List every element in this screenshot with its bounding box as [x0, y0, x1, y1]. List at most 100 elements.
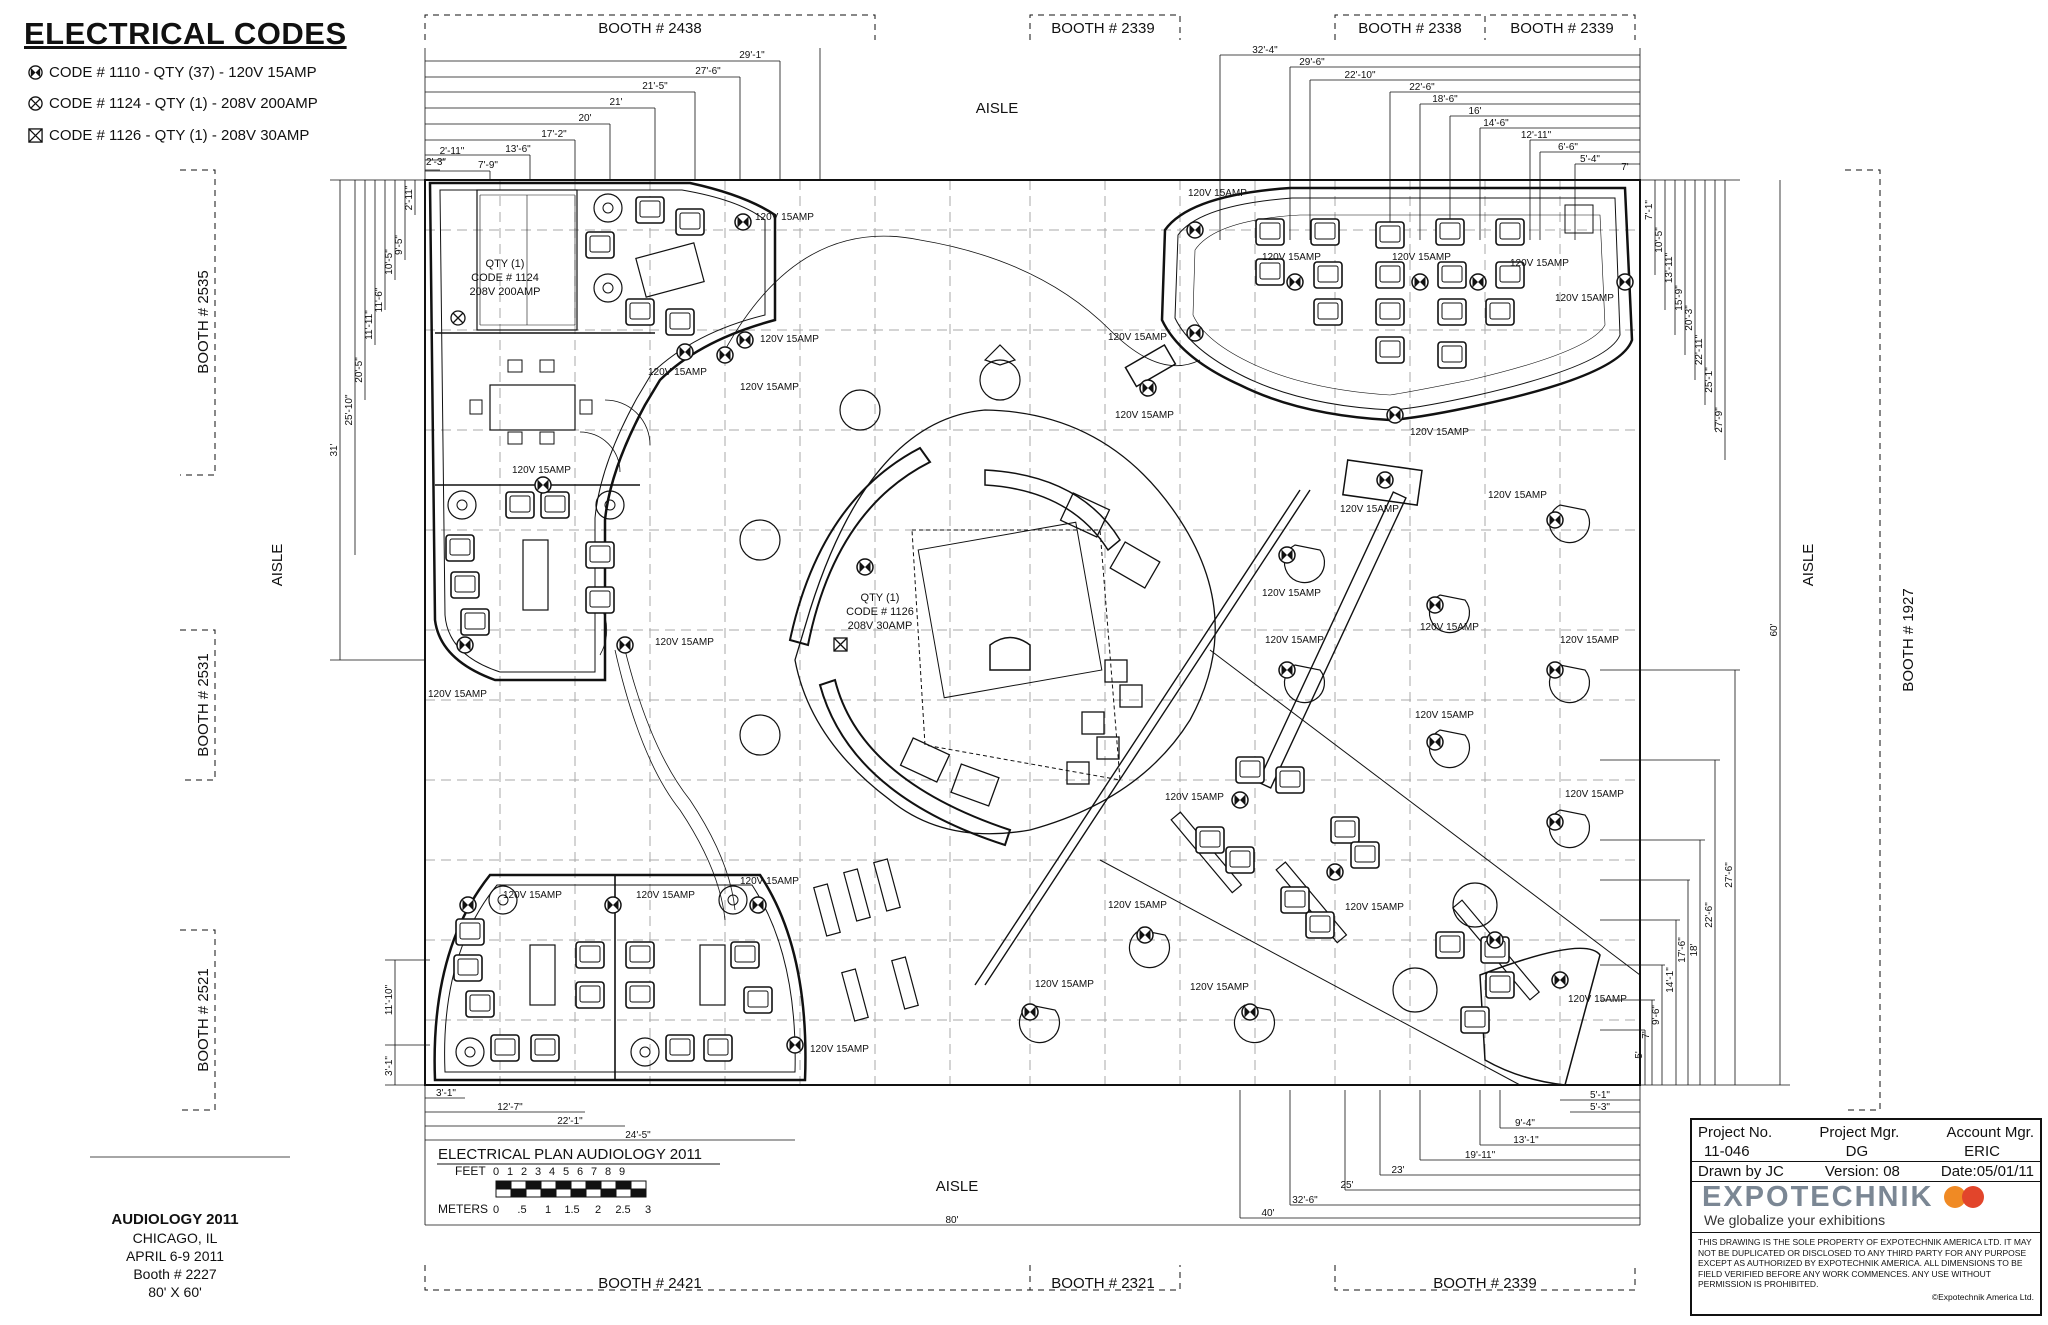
- dim-label: 18': [1689, 943, 1700, 956]
- dim-label: 29'-6": [1299, 57, 1325, 68]
- booth-outline: [424, 179, 1641, 1086]
- legend-item-1126: CODE # 1126 - QTY (1) - 208V 30AMP: [28, 127, 309, 144]
- outlet-label: 120V 15AMP: [503, 890, 562, 901]
- legend-text: CODE # 1110 - QTY (37) - 120V 15AMP: [49, 64, 317, 81]
- dim-label: 13'-1": [1513, 1135, 1539, 1146]
- drawn-by: Drawn by JC: [1698, 1163, 1784, 1180]
- dimension-labels-left: 2'-11" 9'-5" 10'-5" 11'-6" 11'-11" 20'-5…: [329, 185, 415, 456]
- dim-label: 9'-6": [1651, 1005, 1662, 1025]
- dim-label: 3'-1": [384, 1056, 395, 1076]
- dimension-labels-top-right: 32'-4" 29'-6" 22'-10" 22'-6" 18'-6" 16' …: [1252, 45, 1629, 173]
- outlet-label: 120V 15AMP: [1560, 635, 1619, 646]
- top-right-seating: [1255, 218, 1525, 369]
- dim-label: 31': [329, 443, 340, 456]
- outlet-label: 120V 15AMP: [1340, 504, 1399, 515]
- outlet-label: 120V 15AMP: [1115, 410, 1174, 421]
- outlet-label: 120V 15AMP: [1345, 902, 1404, 913]
- dimension-lines-top-left: [424, 48, 821, 180]
- top-right-structure: [1124, 186, 1634, 506]
- dim-label: 17'-6": [1677, 937, 1688, 963]
- scale-tick: 2: [595, 1204, 601, 1216]
- dim-label: 20'-3": [1684, 305, 1695, 331]
- outlet-label: 120V 15AMP: [1510, 258, 1569, 269]
- dim-label: 22'-6": [1409, 82, 1435, 93]
- scale-tick: 0: [493, 1204, 499, 1216]
- dim-label: 27'-6": [1724, 862, 1735, 888]
- project-mgr-label: Project Mgr.: [1819, 1124, 1900, 1141]
- booth-label: BOOTH # 1927: [1900, 588, 1917, 691]
- outlet-1124-label: 208V 200AMP: [470, 286, 541, 298]
- electrical-outlets-15a: [456, 213, 1634, 1054]
- outlet-label: 120V 15AMP: [760, 334, 819, 345]
- outlet-1124-label: CODE # 1124: [471, 272, 539, 284]
- dimension-lines-left: [330, 179, 425, 661]
- dim-label: 22'-1": [557, 1116, 583, 1127]
- outlet-1124-label: QTY (1): [486, 258, 525, 270]
- dimension-labels-right: 7'-1" 10'-5" 13'-11" 15'-9" 20'-3" 22'-1…: [1634, 200, 1780, 1059]
- dim-label: 10'-5": [384, 249, 395, 275]
- booth-label: BOOTH # 2438: [598, 20, 701, 37]
- outlet-label: 120V 15AMP: [1392, 252, 1451, 263]
- top-left-seating: [445, 193, 705, 636]
- scale-tick: 5: [563, 1166, 569, 1178]
- event-size: 80' X 60': [148, 1284, 202, 1300]
- outlet-label: 120V 15AMP: [648, 367, 707, 378]
- version: Version: 08: [1824, 1163, 1900, 1180]
- dim-label: 5'-4": [1580, 154, 1600, 165]
- outlet-labels: 120V 15AMP 120V 15AMP 120V 15AMP 120V 15…: [428, 188, 1627, 1055]
- dim-label: 32'-6": [1292, 1195, 1318, 1206]
- outlet-label: 120V 15AMP: [755, 212, 814, 223]
- dim-label: 12'-7": [497, 1102, 523, 1113]
- scale-bar: ELECTRICAL PLAN AUDIOLOGY 2011 FEET 0 1 …: [90, 1146, 720, 1216]
- outlet-label: 120V 15AMP: [1108, 900, 1167, 911]
- legend-item-1110: CODE # 1110 - QTY (37) - 120V 15AMP: [28, 64, 317, 81]
- aisle-label: AISLE: [1800, 544, 1817, 587]
- outlet-label: 120V 15AMP: [740, 382, 799, 393]
- dim-label: 23': [1391, 1165, 1404, 1176]
- title-block: Project No. Project Mgr. Account Mgr. 11…: [1690, 1118, 2042, 1316]
- floor-grid: [425, 180, 1640, 1085]
- aisle-label: AISLE: [269, 544, 286, 587]
- scale-tick: 7: [591, 1166, 597, 1178]
- dim-label: 27'-9": [1714, 407, 1725, 433]
- dim-label: 7': [1641, 1031, 1652, 1039]
- dim-label: 19'-11": [1465, 1150, 1496, 1161]
- legend-text: CODE # 1126 - QTY (1) - 208V 30AMP: [49, 127, 310, 144]
- booth-label: BOOTH # 2531: [195, 653, 212, 756]
- dimension-lines-bottom: [385, 959, 1641, 1226]
- booth-label: BOOTH # 2339: [1433, 1275, 1536, 1292]
- company-logo: EXPOTECHNIK: [1702, 1181, 1934, 1213]
- outlet-label: 120V 15AMP: [1108, 332, 1167, 343]
- outlet-200a-icon: [28, 96, 43, 111]
- outlet-label: 120V 15AMP: [1262, 588, 1321, 599]
- dim-label: 60': [1769, 623, 1780, 636]
- scale-feet-label: FEET: [455, 1164, 486, 1178]
- booth-label: BOOTH # 2339: [1051, 20, 1154, 37]
- project-no: 11-046: [1704, 1143, 1750, 1160]
- logo-mark-icon: [1944, 1186, 1985, 1208]
- event-dates: APRIL 6-9 2011: [125, 1248, 225, 1264]
- scale-tick: 2: [521, 1166, 527, 1178]
- dim-label: 11'-6": [374, 287, 385, 312]
- scale-tick: 4: [549, 1166, 555, 1178]
- dim-label: 16': [1468, 106, 1481, 117]
- dim-label: 32'-4": [1252, 45, 1278, 56]
- scale-tick: .5: [517, 1204, 526, 1216]
- outlet-label: 120V 15AMP: [428, 689, 487, 700]
- booth-label: BOOTH # 2421: [598, 1275, 701, 1292]
- dim-label: 7': [1621, 162, 1629, 173]
- outlet-label: 120V 15AMP: [636, 890, 695, 901]
- dim-label: 80': [945, 1215, 958, 1226]
- outlet-1126-label: CODE # 1126: [846, 606, 914, 618]
- outlet-label: 120V 15AMP: [740, 876, 799, 887]
- scale-tick: 2.5: [615, 1204, 630, 1216]
- project-no-label: Project No.: [1698, 1124, 1773, 1141]
- dim-label: 18'-6": [1432, 94, 1458, 105]
- dim-label: 15'-9": [1674, 285, 1685, 311]
- scale-tick: 0: [493, 1166, 499, 1178]
- outlet-15a-icon: [28, 65, 43, 80]
- dim-label: 24'-5": [625, 1130, 651, 1141]
- copyright: ©Expotechnik America Ltd.: [1931, 1291, 2034, 1302]
- dim-label: 9'-5": [394, 235, 405, 255]
- dimension-lines-top-right: [1219, 48, 1641, 240]
